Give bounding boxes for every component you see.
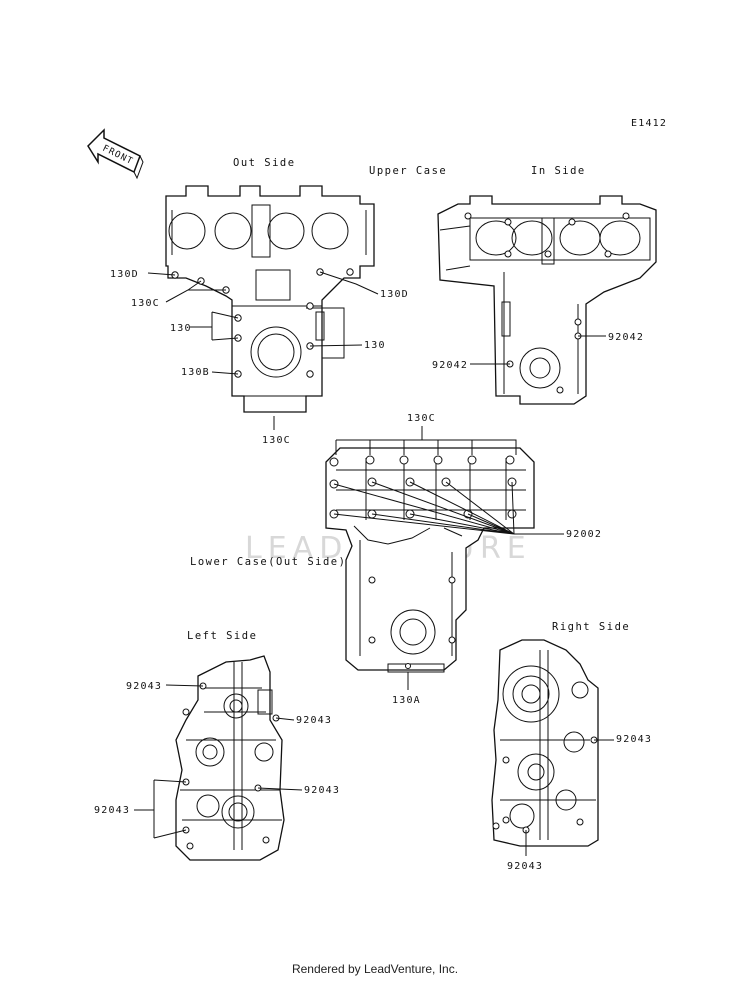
- header-left-side: Left Side: [187, 630, 257, 642]
- callout-92043-left-lower: 92043: [304, 785, 340, 796]
- callout-130c-bottom: 130C: [262, 435, 291, 446]
- callout-130-left: 130: [170, 323, 192, 334]
- right-side-leader-lines: [525, 739, 614, 856]
- header-out-side: Out Side: [233, 157, 296, 169]
- header-lower-case: Lower Case(Out Side): [190, 556, 346, 568]
- footer-credit: Rendered by LeadVenture, Inc.: [291, 962, 459, 976]
- left-side-drawing: [175, 655, 285, 861]
- callout-130d-right: 130D: [380, 289, 409, 300]
- diagram-code: E1412: [631, 118, 667, 129]
- in-side-leader-lines: [470, 335, 606, 365]
- header-in-side: In Side: [531, 165, 586, 177]
- callout-92043-right: 92043: [616, 734, 652, 745]
- header-right-side: Right Side: [552, 621, 630, 633]
- upper-case-in-side-drawing: [437, 195, 657, 405]
- callout-130c-top: 130C: [407, 413, 436, 424]
- out-side-leader-lines: [147, 271, 379, 430]
- lower-case-leader-lines: [333, 426, 564, 690]
- callout-92043-left-outer: 92043: [94, 805, 130, 816]
- right-side-drawing: [491, 639, 599, 847]
- callout-92042-left: 92042: [432, 360, 468, 371]
- callout-92043-left-mid: 92043: [296, 715, 332, 726]
- left-side-leader-lines: [134, 684, 303, 839]
- callout-130b: 130B: [181, 367, 210, 378]
- callout-92043-left-top: 92043: [126, 681, 162, 692]
- upper-case-out-side-drawing: [165, 185, 375, 413]
- header-upper-case: Upper Case: [369, 165, 447, 177]
- callout-92042-right: 92042: [608, 332, 644, 343]
- callout-92043-bottom: 92043: [507, 861, 543, 872]
- callout-130c-left: 130C: [131, 298, 160, 309]
- callout-130d-left: 130D: [110, 269, 139, 280]
- callout-130-right: 130: [364, 340, 386, 351]
- callout-92002: 92002: [566, 529, 602, 540]
- front-arrow-icon: FRONT: [87, 128, 144, 180]
- callout-130a: 130A: [392, 695, 421, 706]
